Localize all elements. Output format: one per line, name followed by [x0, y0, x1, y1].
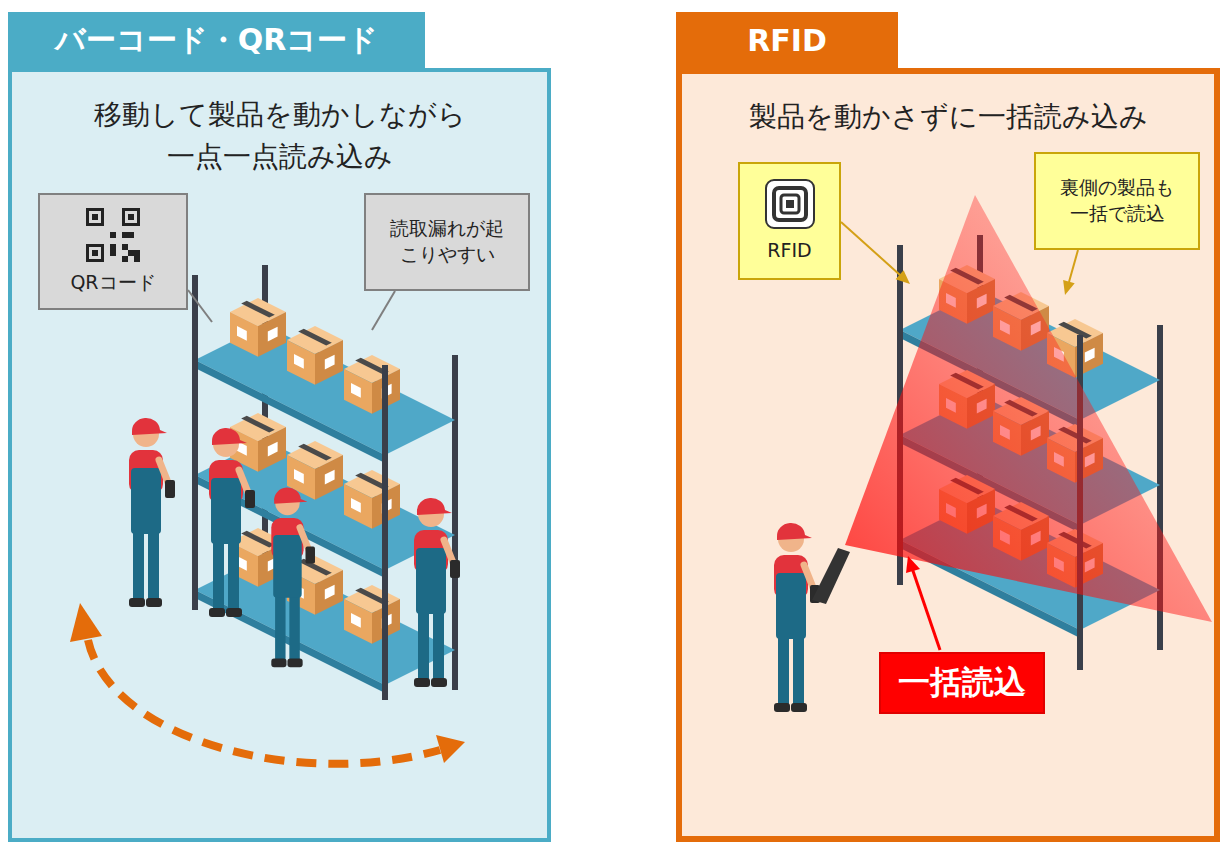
read-beam: [845, 195, 1212, 622]
worker: [774, 523, 820, 712]
panel-ground: [8, 68, 551, 842]
qr-finder: [86, 208, 104, 226]
panel-subtitle: 製品を動かさずに一括読み込み: [749, 96, 1148, 138]
qr-dot: [128, 250, 140, 256]
panel: RFID製品を動かさずに一括読み込みRFID裏側の製品も 一括で読込一括読込: [676, 68, 1220, 842]
rfid-icon: [764, 178, 816, 230]
panel-subtitle-row: 製品を動かさずに一括読み込み: [682, 96, 1214, 138]
box-label: 一括読込: [898, 661, 1026, 704]
box-label: QRコード: [70, 270, 155, 296]
movement-arrow: [88, 640, 440, 764]
leader-line: [912, 568, 940, 650]
qr-finder: [125, 211, 137, 223]
rfid-antenna: [774, 188, 806, 220]
panel-heading: RFID: [747, 23, 827, 58]
leader-head: [896, 270, 910, 284]
leader-line: [1069, 250, 1078, 282]
qr-finder: [92, 250, 98, 256]
box-label: 読取漏れが起 こりやすい: [385, 216, 509, 267]
worker: [129, 418, 175, 607]
box-label: RFID: [767, 238, 811, 264]
qr-finder: [89, 247, 101, 259]
rfid-tag: [766, 180, 814, 228]
qr-finder: [92, 214, 98, 220]
callout-box: 一括読込: [879, 652, 1045, 714]
worker: [209, 428, 255, 617]
qr-code-icon: [86, 208, 140, 262]
leader-head: [1063, 280, 1075, 295]
qr-dot: [122, 244, 128, 250]
qr-finder: [86, 244, 104, 262]
shelf-post: [452, 355, 458, 690]
leader-line: [841, 222, 900, 275]
rfid-chip: [786, 200, 794, 208]
box-label: 裏側の製品も 一括で読込: [1055, 175, 1179, 226]
callout-box: QRコード: [38, 193, 188, 310]
callout-box: 裏側の製品も 一括で読込: [1034, 152, 1200, 250]
panel-subtitle-row: 移動して製品を動かしながら 一点一点読み込み: [12, 94, 547, 178]
leader-line: [188, 290, 212, 322]
qr-dot: [122, 256, 128, 262]
qr-dot: [122, 232, 134, 238]
shelf-post: [382, 365, 388, 700]
shelf-post: [192, 275, 198, 610]
qr-finder: [89, 211, 101, 223]
panel-heading: バーコード・QRコード: [55, 20, 379, 61]
qr-dot: [110, 244, 116, 256]
worker: [271, 488, 315, 668]
leader-line: [372, 291, 395, 330]
panel: バーコード・QRコード移動して製品を動かしながら 一点一点読み込みQRコード読取…: [8, 68, 551, 842]
worker: [414, 498, 460, 687]
leader-head: [906, 556, 920, 573]
qr-dot: [110, 232, 116, 238]
arrow-head: [70, 603, 102, 642]
qr-dot: [134, 256, 140, 262]
callout-box: 読取漏れが起 こりやすい: [364, 193, 530, 291]
panel-ground: [676, 68, 1220, 842]
callout-box: RFID: [738, 162, 841, 280]
rfid-antenna: [781, 195, 799, 213]
panel-subtitle: 移動して製品を動かしながら 一点一点読み込み: [87, 94, 472, 178]
panel-tab: バーコード・QRコード: [8, 12, 425, 68]
qr-finder: [128, 214, 134, 220]
qr-finder: [122, 208, 140, 226]
rfid-reader: [812, 548, 850, 604]
arrow-head: [436, 735, 465, 763]
panel-tab: RFID: [676, 12, 898, 68]
